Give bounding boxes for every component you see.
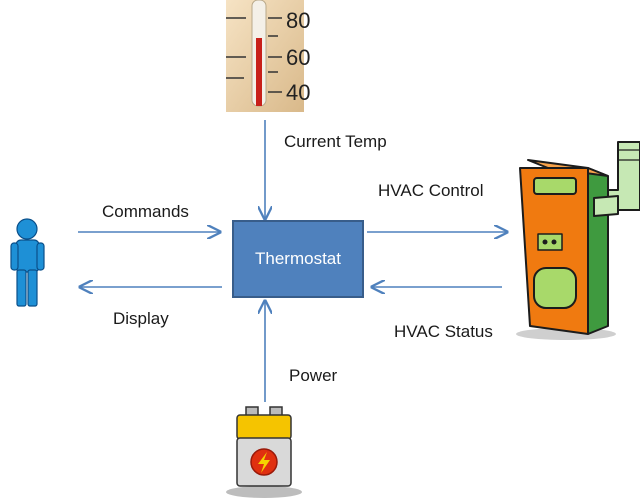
thermostat-label: Thermostat [255, 249, 341, 268]
battery-icon [226, 406, 302, 498]
label-commands: Commands [102, 202, 189, 221]
thermometer-tick-80: 80 [286, 8, 310, 33]
thermostat-box: Thermostat [232, 220, 364, 298]
label-power: Power [289, 366, 338, 385]
label-current-temp: Current Temp [284, 132, 387, 151]
hvac-unit-icon [516, 141, 640, 340]
label-hvac-status: HVAC Status [394, 322, 493, 341]
thermometer-tick-60: 60 [286, 45, 310, 70]
thermometer-tick-40: 40 [286, 80, 310, 105]
thermometer-icon: 80 60 40 [226, 0, 310, 112]
label-hvac-control: HVAC Control [378, 181, 484, 200]
person-icon [10, 218, 45, 307]
label-display: Display [113, 309, 169, 328]
